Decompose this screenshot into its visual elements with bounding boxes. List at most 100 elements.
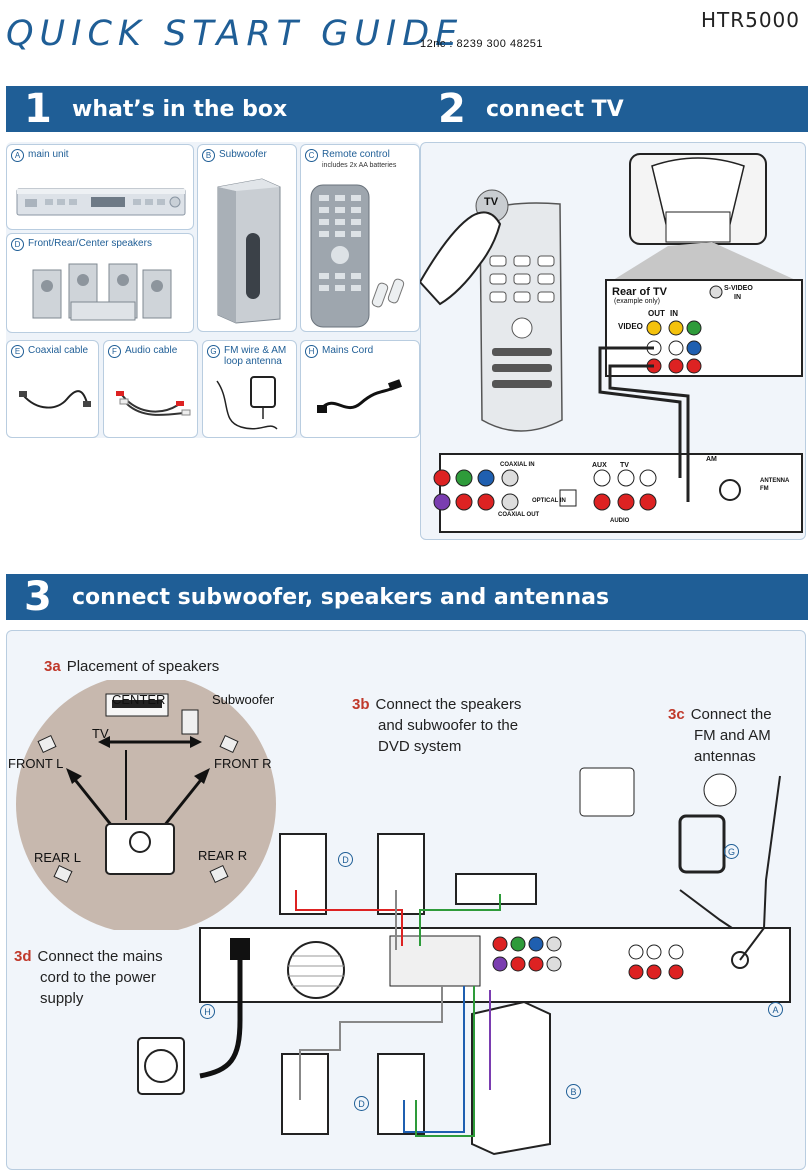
badge-h: H: [305, 345, 318, 358]
out-label: OUT: [648, 309, 665, 318]
remote-large-illustration: [475, 189, 563, 432]
fm-label: FM: [760, 486, 769, 492]
step-3c-heading: 3c Connect the FM and AM antennas: [668, 704, 772, 767]
subwoofer-label: Subwoofer: [212, 692, 275, 707]
item-mains-cord: H Mains Cord: [300, 340, 420, 438]
svideo-in-label: IN: [734, 294, 741, 301]
audio-label: AUDIO: [610, 518, 630, 524]
main-unit-illustration: [16, 188, 186, 216]
in-label: IN: [670, 309, 678, 318]
step-3b-key: 3b: [352, 696, 370, 713]
item-label: main unit: [28, 149, 69, 160]
badge-g: G: [207, 345, 220, 358]
step-3c-key: 3c: [668, 706, 685, 723]
item-label-line2: loop antenna: [224, 356, 282, 367]
svideo-label: S-VIDEO: [724, 285, 753, 292]
item-label: Coaxial cable: [28, 345, 89, 356]
tv-rear-illustration: [610, 153, 800, 282]
audio-cable-illustration: [116, 391, 191, 416]
badge-d: D: [11, 238, 24, 251]
step-3b-line3: DVD system: [378, 738, 462, 755]
step-3a-text: Placement of speakers: [66, 658, 220, 675]
step-3d-heading: 3d Connect the mains cord to the power su…: [14, 946, 163, 1009]
receiver-jacks: [433, 469, 741, 511]
item-coaxial-cable: E Coaxial cable: [6, 340, 99, 438]
video-label: VIDEO: [618, 322, 643, 331]
step-3a-key: 3a: [44, 658, 61, 675]
item-label: Remote control: [322, 149, 390, 160]
tv-button-label: TV: [484, 196, 499, 208]
section3-bar: 3 connect subwoofer, speakers and antenn…: [6, 574, 808, 620]
item-note: includes 2x AA batteries: [322, 162, 397, 169]
rear-l-label: REAR L: [34, 850, 81, 865]
step-3c-line1: Connect the: [690, 706, 772, 723]
badge-a: A: [11, 149, 24, 162]
section1-bar: 1 what’s in the box: [6, 86, 420, 132]
part-code: 12nc : 8239 300 48251: [420, 38, 544, 50]
badge-3-g: G: [724, 844, 739, 859]
speaker-placement-diagram: [16, 680, 276, 930]
tv-label: TV: [92, 726, 109, 741]
front-r-label: FRONT R: [214, 756, 272, 771]
item-speakers: D Front/Rear/Center speakers: [6, 233, 194, 333]
step-3d-line3: supply: [40, 990, 84, 1007]
badge-f: F: [108, 345, 121, 358]
badge-3-h: H: [200, 1004, 215, 1019]
step-3d-line1: Connect the mains: [37, 948, 163, 965]
coaxial-out-label: COAXIAL OUT: [498, 512, 540, 518]
section2-bar: 2 connect TV: [420, 86, 808, 132]
item-subwoofer: B Subwoofer: [197, 144, 297, 332]
coaxial-cable-illustration: [19, 390, 91, 409]
mains-cord-illustration: [317, 379, 403, 413]
speaker-wiring-diagram: [137, 767, 791, 1156]
antenna-label: ANTENNA: [760, 478, 790, 484]
am-label: AM: [706, 456, 717, 463]
item-label: Subwoofer: [219, 149, 267, 160]
step-3a-heading: 3a Placement of speakers: [44, 656, 219, 677]
step-3d-key: 3d: [14, 948, 32, 965]
guide-title: QUICK START GUIDE: [6, 14, 464, 54]
step-3c-line3: antennas: [694, 748, 756, 765]
connect-tv-diagram: [420, 153, 803, 533]
subwoofer-illustration: [217, 178, 281, 324]
badge-3-b: B: [566, 1084, 581, 1099]
section3-number: 3: [24, 574, 52, 620]
antennas-illustration: [216, 376, 278, 430]
badge-3-a: A: [768, 1002, 783, 1017]
model-number: HTR5000: [700, 8, 800, 32]
center-label: CENTER: [112, 692, 166, 707]
section2-number: 2: [438, 86, 466, 132]
item-remote-control: C Remote control includes 2x AA batteries: [300, 144, 420, 332]
section1-title: what’s in the box: [72, 96, 288, 122]
item-label: Mains Cord: [322, 345, 374, 356]
section2-title: connect TV: [486, 96, 624, 122]
step-3b-line1: Connect the speakers: [375, 696, 522, 713]
tv-jacks: [646, 285, 723, 374]
badge-3-d-top: D: [338, 852, 353, 867]
item-label: Audio cable: [125, 345, 178, 356]
item-audio-cable: F Audio cable: [103, 340, 198, 438]
optical-in-label: OPTICAL IN: [532, 498, 566, 504]
rear-of-tv-note: (example only): [614, 298, 660, 305]
badge-b: B: [202, 149, 215, 162]
step-3b-line2: and subwoofer to the: [378, 717, 519, 734]
item-label-line1: FM wire & AM: [224, 345, 287, 356]
item-label: Front/Rear/Center speakers: [28, 238, 152, 249]
step-3c-line2: FM and AM: [694, 727, 771, 744]
section3-title: connect subwoofer, speakers and antennas: [72, 584, 610, 610]
coaxial-in-label: COAXIAL IN: [500, 462, 535, 468]
step-3d-line2: cord to the power: [40, 969, 156, 986]
section1-number: 1: [24, 86, 52, 132]
tv-input-label: TV: [620, 462, 629, 469]
badge-c: C: [305, 149, 318, 162]
rear-of-tv-title: Rear of TV: [612, 286, 668, 298]
step-3b-heading: 3b Connect the speakers and subwoofer to …: [352, 694, 521, 757]
badge-3-d-bottom: D: [354, 1096, 369, 1111]
front-l-label: FRONT L: [8, 756, 64, 771]
badge-e: E: [11, 345, 24, 358]
remote-illustration: [310, 184, 405, 328]
aux-label: AUX: [592, 462, 607, 469]
receiver-jacks-large: [492, 936, 749, 980]
